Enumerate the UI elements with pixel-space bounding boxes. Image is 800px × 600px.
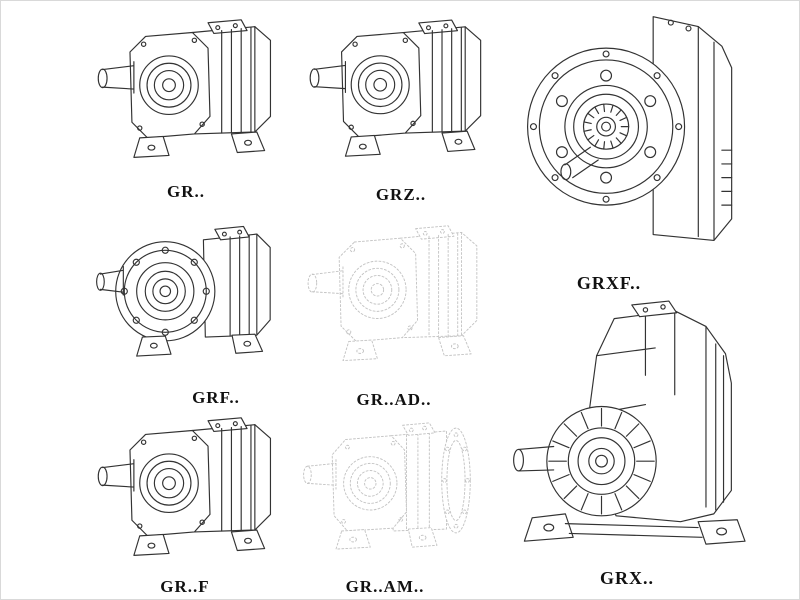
gearbox-drawing-grff — [89, 405, 289, 576]
model-figure-grz — [301, 5, 499, 179]
gearbox-drawing-gr — [89, 7, 289, 178]
model-figure-grad — [299, 213, 495, 381]
gearbox-drawing-grf — [89, 211, 294, 383]
model-label-gram: GR..AM.. — [345, 577, 425, 596]
model-label-grad: GR..AD.. — [356, 390, 432, 409]
gearbox-drawing-grx — [499, 297, 787, 556]
gearbox-drawing-grad — [299, 213, 495, 381]
model-label-grf: GRF.. — [192, 388, 240, 407]
model-figure-grff — [89, 405, 289, 576]
model-label-gr: GR.. — [167, 182, 205, 201]
model-label-grxf: GRXF.. — [576, 273, 642, 293]
model-figure-gr — [89, 7, 289, 178]
gearbox-drawing-grz — [301, 5, 499, 179]
model-label-grff: GR..F — [160, 577, 210, 596]
gearbox-drawing-gram — [296, 407, 496, 574]
model-label-grx: GRX.. — [600, 568, 654, 588]
model-label-grz: GRZ.. — [375, 185, 427, 204]
gearbox-drawing-grxf — [506, 3, 766, 263]
model-figure-gram — [296, 407, 496, 574]
model-figure-grx — [499, 297, 787, 556]
model-figure-grxf — [506, 3, 766, 263]
model-figure-grf — [89, 211, 294, 383]
